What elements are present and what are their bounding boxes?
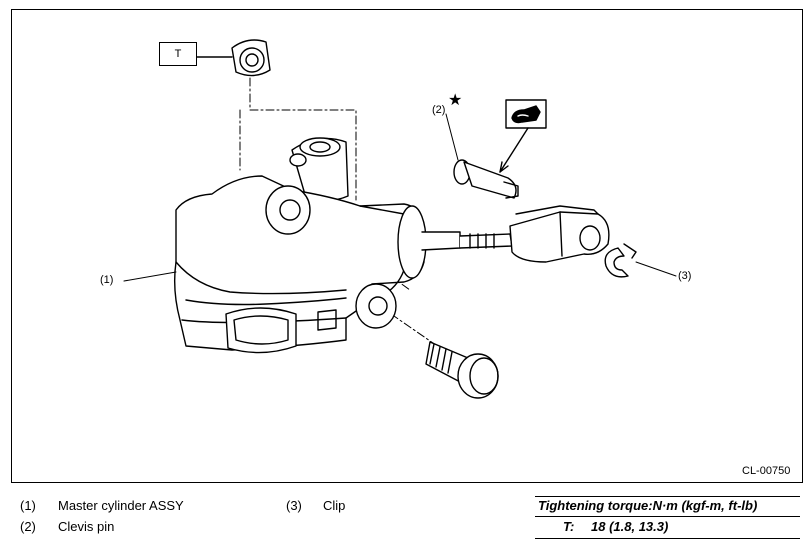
torque-top-rule xyxy=(535,496,800,497)
callout-leaders xyxy=(123,113,677,282)
clevis-pin-part xyxy=(453,159,519,199)
clevis-yoke xyxy=(509,205,610,263)
torque-label: T: xyxy=(563,519,575,534)
tightening-label-box: T xyxy=(159,42,197,66)
legend-item-1-text: Master cylinder ASSY xyxy=(58,498,184,513)
grease-icon xyxy=(499,99,547,173)
torque-spec-box: Tightening torque:N·m (kgf-m, ft-lb) T: … xyxy=(535,496,800,541)
torque-bottom-rule xyxy=(535,538,800,539)
legend-item-2-text: Clevis pin xyxy=(58,519,115,534)
bolt-part xyxy=(425,341,499,399)
master-cylinder-body xyxy=(173,137,513,354)
torque-value: 18 (1.8, 13.3) xyxy=(591,519,669,534)
legend-item-1-num: (1) xyxy=(20,498,36,513)
torque-title: Tightening torque:N·m (kgf-m, ft-lb) xyxy=(538,498,758,513)
star-mark: ★ xyxy=(448,92,463,109)
nut-part xyxy=(196,39,271,77)
figure-code: CL-00750 xyxy=(742,465,791,477)
legend-item-2-num: (2) xyxy=(20,519,36,534)
legend-item-3-num: (3) xyxy=(286,498,302,513)
figure-frame xyxy=(11,9,803,483)
legend-item-3-text: Clip xyxy=(323,498,346,513)
callout-1: (1) xyxy=(100,274,114,286)
clip-part xyxy=(604,243,637,278)
tightening-label: T xyxy=(174,48,182,60)
torque-mid-rule xyxy=(535,516,800,517)
callout-3: (3) xyxy=(678,270,692,282)
callout-2: (2) xyxy=(432,104,446,116)
